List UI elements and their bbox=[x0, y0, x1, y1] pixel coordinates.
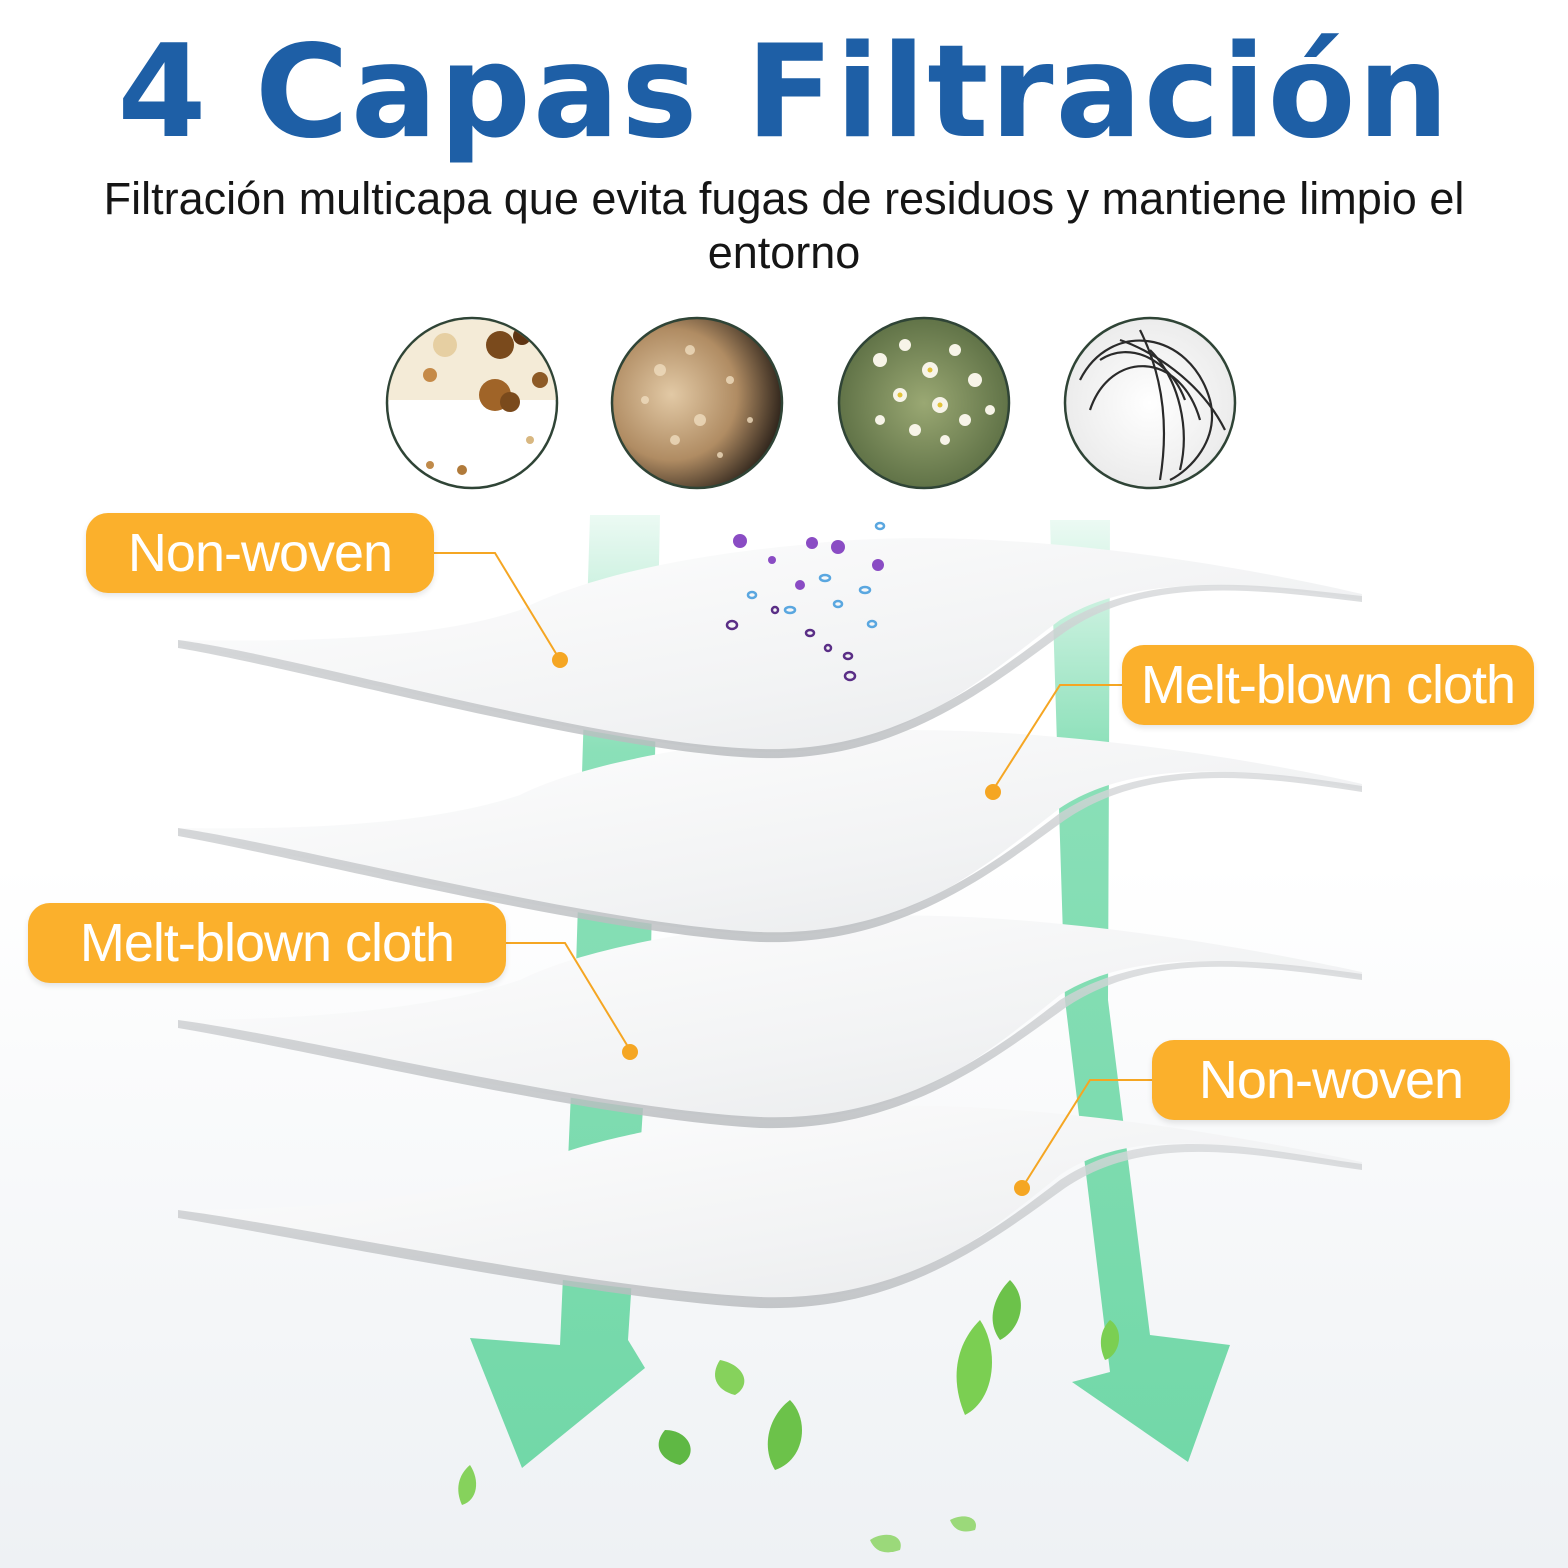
page-title: 4 Capas Filtración bbox=[117, 18, 1451, 167]
leaf-icons bbox=[458, 1280, 1120, 1553]
layer-4-label: Non-woven bbox=[1152, 1040, 1510, 1120]
hair-sample-icon bbox=[1063, 316, 1237, 490]
leader-lines bbox=[434, 552, 1152, 1189]
page-subtitle: Filtración multicapa que evita fugas de … bbox=[103, 173, 1465, 278]
layer-3-marker-dot bbox=[622, 1044, 638, 1060]
sand-sample-icon bbox=[610, 316, 784, 490]
layer-4-marker-dot bbox=[1014, 1180, 1030, 1196]
stain-sample-icon bbox=[385, 316, 559, 490]
layer-2-marker-dot bbox=[985, 784, 1001, 800]
layer-1-label: Non-woven bbox=[86, 513, 434, 593]
filter-sheet-1 bbox=[178, 538, 1362, 759]
layer-3-label: Melt-blown cloth bbox=[28, 903, 506, 983]
layer-1-marker-dot bbox=[552, 652, 568, 668]
germ-particles bbox=[725, 521, 886, 682]
filter-sheet-4 bbox=[178, 1105, 1362, 1309]
pollen-flower-sample-icon bbox=[837, 316, 1011, 490]
filter-sheet-3 bbox=[178, 915, 1362, 1129]
filter-sheet-2 bbox=[178, 730, 1362, 943]
layer-2-label: Melt-blown cloth bbox=[1122, 645, 1534, 725]
